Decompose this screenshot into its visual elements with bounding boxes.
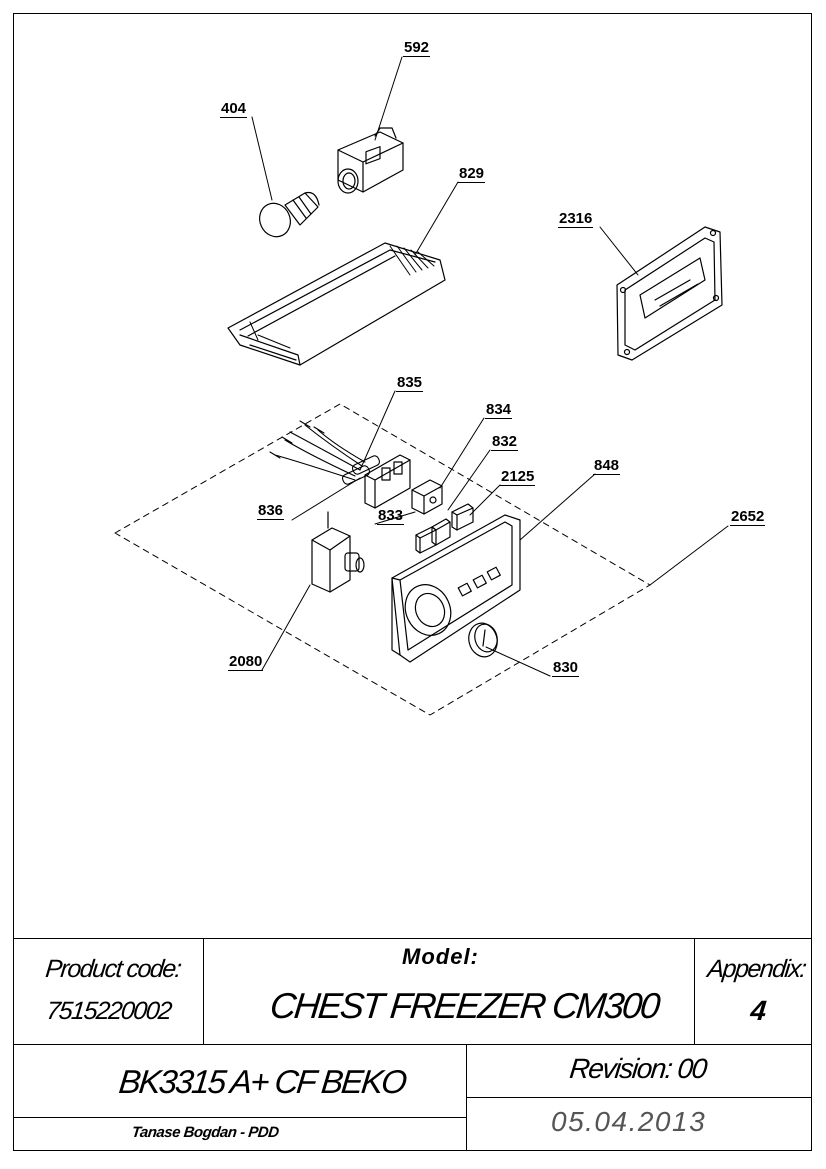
callout-2125: 2125 (500, 468, 536, 486)
callout-848: 848 (593, 457, 621, 475)
callout-404: 404 (220, 100, 248, 118)
revision: Revision: 00 (568, 1053, 708, 1084)
switch-834 (411, 479, 443, 515)
callout-592: 592 (403, 39, 431, 57)
lamp-bulb-404 (259, 191, 320, 238)
leader-lines (251, 56, 729, 677)
product-name: BK3315 A+ CF BEKO (117, 1063, 408, 1100)
label-plate-2316 (616, 226, 723, 361)
title-block-divider (13, 1044, 812, 1045)
knob-830 (468, 622, 498, 658)
callout-2652: 2652 (730, 508, 766, 526)
callout-832: 832 (491, 433, 519, 451)
button-2125 (451, 503, 474, 531)
author: Tanase Bogdan - PDD (131, 1124, 280, 1141)
title-block-divider (13, 1117, 467, 1118)
lamp-cover-829 (227, 242, 446, 366)
title-block-divider (466, 1097, 812, 1098)
callout-829: 829 (458, 165, 486, 183)
model-value: CHEST FREEZER CM300 (268, 985, 661, 1026)
lamp-holder-592 (337, 127, 404, 194)
callout-833: 833 (377, 507, 405, 525)
callout-830: 830 (552, 659, 580, 677)
assembly-dashed-outline (114, 403, 651, 716)
title-block-divider (694, 938, 695, 1045)
appendix-value: 4 (749, 995, 768, 1026)
appendix-label: Appendix: (706, 955, 807, 983)
title-block-top-border (13, 938, 812, 1151)
callout-2316: 2316 (558, 210, 594, 228)
button-833 (415, 526, 437, 554)
cable-harness-836 (269, 420, 381, 485)
control-panel-848 (391, 514, 521, 663)
thermostat-2080 (311, 511, 365, 593)
model-label: Model: (402, 944, 479, 969)
callout-834: 834 (485, 401, 513, 419)
title-block-divider (203, 938, 204, 1045)
callout-835: 835 (396, 374, 424, 392)
button-832 (431, 518, 451, 546)
bracket-835 (364, 454, 411, 509)
drawing-frame (13, 13, 812, 1151)
revision-date: 05.04.2013 (551, 1106, 707, 1137)
callout-836: 836 (257, 502, 285, 520)
callout-2080: 2080 (228, 653, 264, 671)
product-code-value: 7515220002 (45, 997, 173, 1025)
product-code-label: Product code: (44, 955, 182, 983)
